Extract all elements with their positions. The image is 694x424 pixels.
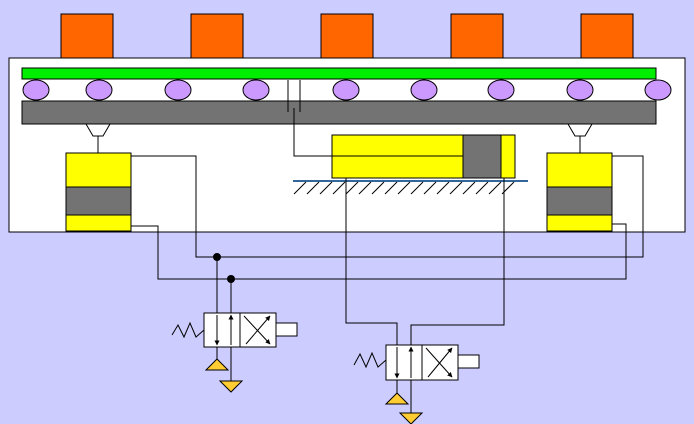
roller bbox=[332, 79, 360, 101]
workpiece bbox=[60, 13, 114, 60]
hatch-line bbox=[358, 181, 372, 195]
piston bbox=[546, 186, 613, 216]
hatch-line bbox=[345, 181, 359, 195]
hatch-lines bbox=[293, 181, 515, 195]
beam-coupling bbox=[287, 80, 332, 157]
lift-beam bbox=[21, 100, 657, 125]
solenoid bbox=[457, 354, 480, 369]
roller bbox=[85, 79, 113, 101]
valve-1 bbox=[171, 312, 298, 393]
hatch-line bbox=[384, 181, 398, 195]
hatch-line bbox=[488, 181, 502, 195]
exhaust-icon bbox=[204, 358, 230, 371]
hatch-line bbox=[306, 181, 320, 195]
roller bbox=[487, 79, 515, 101]
junction-dot bbox=[227, 275, 235, 283]
hatch-line bbox=[436, 181, 450, 195]
exhaust-icon bbox=[384, 392, 410, 405]
workpiece bbox=[580, 13, 634, 60]
valve-box-parallel bbox=[385, 344, 423, 381]
hatch-line bbox=[462, 181, 476, 195]
workpiece bbox=[190, 13, 244, 60]
roller bbox=[644, 79, 672, 101]
roller bbox=[242, 79, 270, 101]
hatch-line bbox=[371, 181, 385, 195]
workpieces bbox=[60, 13, 634, 60]
hatch-line bbox=[319, 181, 333, 195]
roller bbox=[410, 79, 438, 101]
pneumatic-lines bbox=[131, 155, 644, 345]
valve-2 bbox=[353, 344, 480, 424]
piston bbox=[65, 186, 132, 216]
conveyor-belt bbox=[21, 67, 657, 80]
junctions bbox=[213, 253, 235, 283]
valve-box-parallel bbox=[203, 312, 241, 348]
hatch-line bbox=[475, 181, 489, 195]
lift-pad-right bbox=[567, 123, 593, 137]
lift-pad-left bbox=[85, 123, 111, 137]
hatch-line bbox=[293, 181, 307, 195]
hatch-line bbox=[449, 181, 463, 195]
solenoid bbox=[275, 322, 298, 337]
workpiece bbox=[320, 13, 374, 60]
transfer-cylinder bbox=[331, 134, 516, 179]
lift-cylinder-left bbox=[65, 123, 132, 232]
hatch-line bbox=[423, 181, 437, 195]
ground-mount bbox=[293, 180, 528, 195]
hatch-line bbox=[410, 181, 424, 195]
spring-icon bbox=[171, 321, 205, 339]
roller bbox=[566, 79, 594, 101]
workpiece bbox=[450, 13, 504, 60]
roller bbox=[164, 79, 192, 101]
exhaust-icon bbox=[218, 380, 244, 393]
hatch-line bbox=[397, 181, 411, 195]
hatch-line bbox=[332, 181, 346, 195]
exhaust-icon bbox=[398, 412, 424, 424]
lift-cylinder-right bbox=[546, 123, 613, 232]
piston bbox=[462, 134, 502, 179]
junction-dot bbox=[213, 253, 221, 261]
spring-icon bbox=[353, 351, 387, 369]
rollers bbox=[22, 79, 672, 101]
roller bbox=[22, 79, 50, 101]
